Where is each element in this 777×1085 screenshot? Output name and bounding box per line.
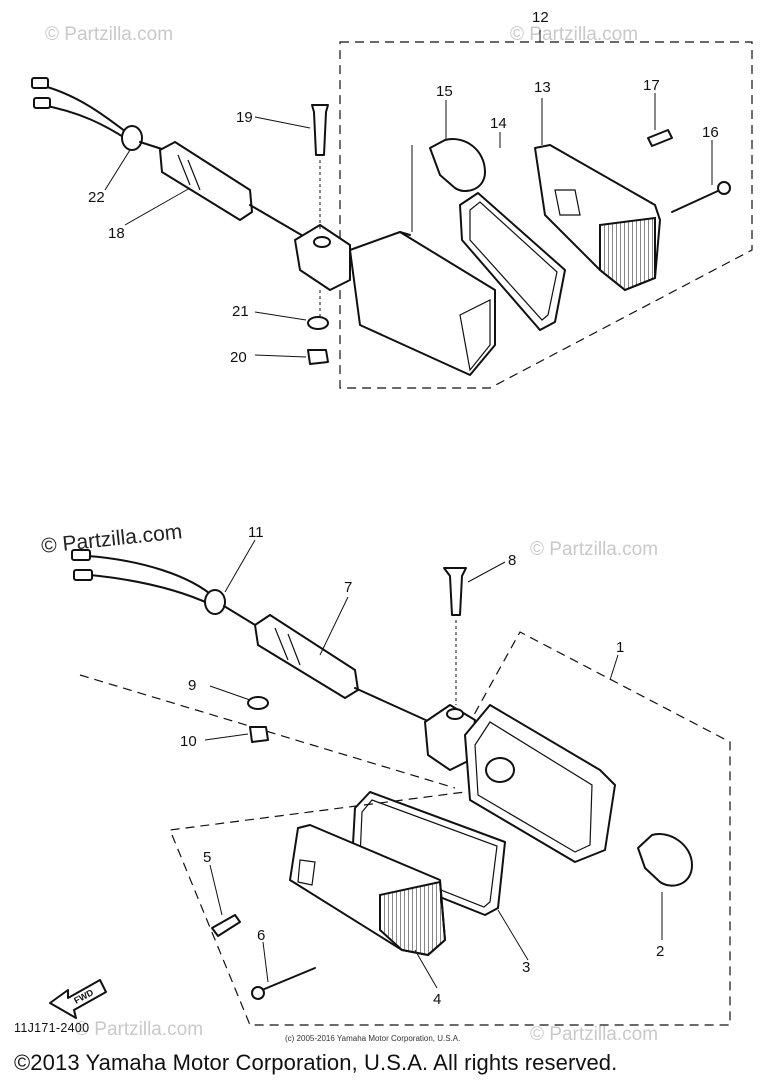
housing-inner-bottom: [474, 721, 593, 853]
callout-20: 20: [230, 349, 247, 366]
leader-21: [254, 311, 307, 321]
wire-upper-bottom: [87, 555, 216, 599]
callout-9: 9: [188, 677, 196, 694]
callout-16: 16: [702, 124, 719, 141]
stalk-18: [159, 141, 253, 221]
diagram-code: 11J171-2400: [14, 1021, 90, 1035]
kit-boundary-1: [169, 631, 731, 1026]
leader-9: [209, 685, 251, 701]
callout-21: 21: [232, 303, 249, 320]
leader-5: [209, 864, 223, 916]
callout-7: 7: [344, 579, 352, 596]
lamp-housing-bottom: [464, 704, 616, 863]
mount-bracket-top: [294, 224, 351, 291]
nut-10: [249, 726, 269, 743]
screw-6-head: [251, 986, 265, 1000]
nut-20: [307, 349, 329, 365]
stalk-7-threads: [274, 627, 301, 666]
leader-8: [467, 561, 506, 583]
lens-13-face: [599, 216, 656, 292]
callout-2: 2: [656, 943, 664, 960]
bolt-19: [311, 104, 329, 156]
leader-19: [254, 116, 311, 129]
wire-connector-lower-bottom: [73, 569, 93, 581]
callout-13: 13: [534, 79, 551, 96]
grommet-11: [204, 589, 226, 615]
callout-6: 6: [257, 927, 265, 944]
gasket-14: [459, 192, 566, 331]
gasket-14-inner: [469, 201, 558, 321]
callout-15: 15: [436, 83, 453, 100]
callout-4: 4: [433, 991, 441, 1008]
wire-connector-lower: [33, 97, 51, 109]
kit-boundary-12: [339, 41, 753, 389]
small-copyright: (c) 2005-2016 Yamaha Motor Corporation, …: [285, 1034, 461, 1043]
washer-9: [247, 696, 269, 710]
callout-19: 19: [236, 109, 253, 126]
leader-22: [104, 149, 131, 191]
leader-1: [609, 654, 619, 681]
bracket-hole-bottom: [446, 708, 464, 720]
bulb-15: [429, 138, 486, 192]
callout-18: 18: [108, 225, 125, 242]
wire-connector-upper: [31, 77, 49, 89]
leader-6: [262, 941, 269, 983]
leader-4: [414, 949, 438, 989]
wire-to-stalk-bottom: [223, 605, 261, 629]
callout-3: 3: [522, 959, 530, 976]
stalk-cable: [249, 204, 311, 241]
bracket-hole-top: [313, 236, 331, 248]
lens-13-reflector: [554, 189, 581, 216]
leader-3: [497, 909, 529, 961]
screw-6-shank: [261, 967, 316, 991]
screw-16-shank: [671, 189, 721, 213]
bolt-8: [443, 567, 467, 616]
callout-11: 11: [248, 524, 264, 541]
copyright-footer: ©2013 Yamaha Motor Corporation, U.S.A. A…: [14, 1050, 618, 1075]
watermark-middle-right: © Partzilla.com: [530, 539, 658, 560]
stalk-cable-bottom: [354, 687, 431, 723]
watermark-bottom-left: © Partzilla.com: [75, 1019, 203, 1040]
callout-10: 10: [180, 733, 197, 750]
callout-1: 1: [616, 639, 624, 656]
callout-22: 22: [88, 189, 105, 206]
leader-20: [254, 354, 307, 358]
bulb-socket-bottom: [485, 757, 515, 783]
callout-8: 8: [508, 552, 516, 569]
fwd-arrow-icon: [49, 979, 107, 1019]
watermark-top-left: © Partzilla.com: [45, 24, 173, 45]
washer-21: [307, 316, 329, 330]
callout-5: 5: [203, 849, 211, 866]
lens-4-face: [379, 880, 447, 957]
wire-lower: [41, 104, 129, 141]
leader-11: [224, 539, 256, 593]
callout-17: 17: [643, 77, 660, 94]
callout-12: 12: [532, 9, 549, 26]
wire-upper: [39, 84, 131, 136]
watermark-middle-left: © Partzilla.com: [40, 520, 183, 558]
wire-lower-bottom: [89, 574, 213, 606]
wire-connector-upper-bottom: [71, 549, 91, 561]
leader-7: [319, 596, 349, 656]
watermark-top-right: © Partzilla.com: [510, 24, 638, 45]
screw-17: [647, 129, 673, 147]
leader-10: [204, 733, 249, 741]
callout-14: 14: [490, 115, 507, 132]
screw-16-head: [717, 181, 731, 195]
top-rear-assembly: 12 13 14 15 16 17 18 19 20 21 22: [31, 9, 753, 389]
stalk-7: [254, 614, 359, 699]
grommet-22: [121, 125, 143, 151]
housing-rim-top: [459, 299, 491, 372]
housing-edge-top: [399, 231, 411, 236]
stalk-18-threads: [177, 154, 201, 191]
bulb-2: [637, 833, 693, 887]
watermark-bottom-right: © Partzilla.com: [530, 1024, 658, 1045]
screw-5: [211, 914, 241, 937]
bottom-front-assembly: FWD 1 2 3 4 5 6 7 8 9 10 11: [49, 524, 731, 1026]
leader-18: [124, 187, 191, 226]
lens-4-reflector: [297, 859, 316, 886]
